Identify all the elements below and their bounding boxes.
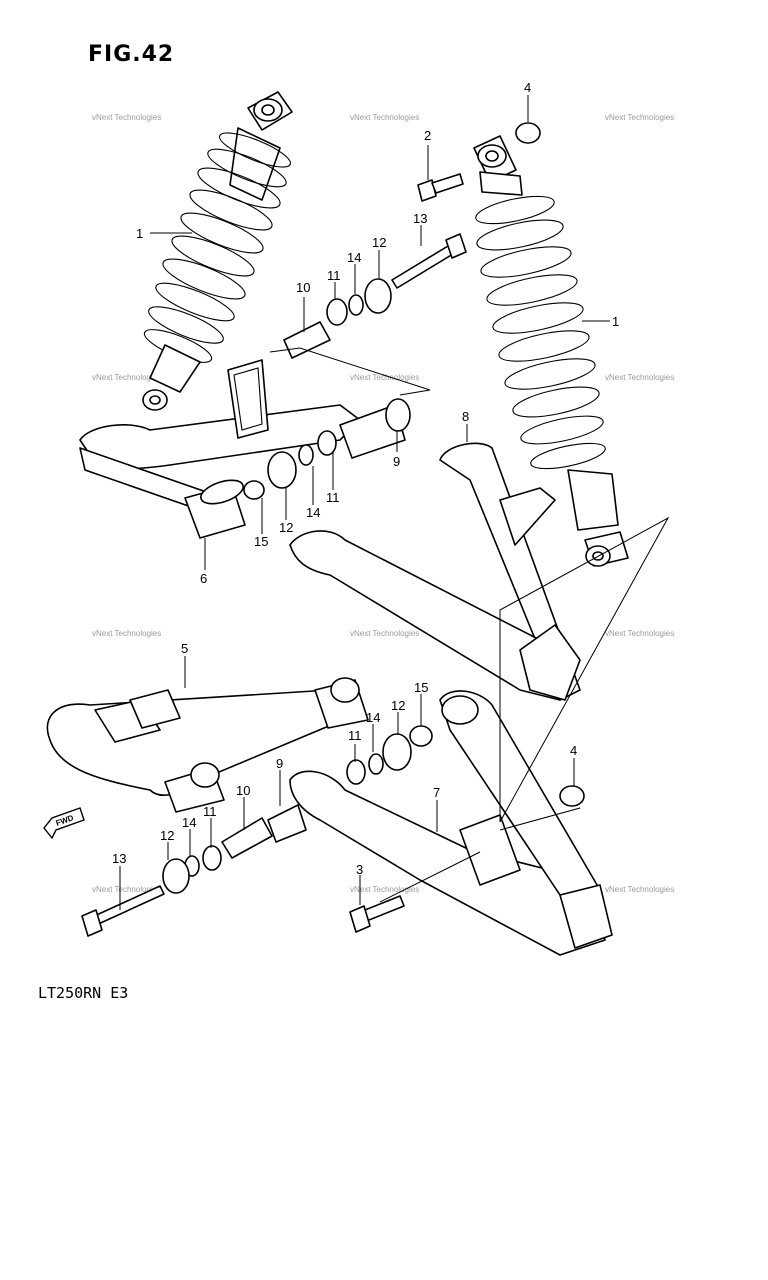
bolt-2 <box>417 173 464 202</box>
cap-12 <box>382 733 412 771</box>
watermark: vNext Technologies <box>350 113 419 122</box>
callout-13: 13 <box>112 851 126 866</box>
callout-14: 14 <box>182 815 196 830</box>
callout-10: 10 <box>236 783 250 798</box>
seal-11 <box>202 845 222 871</box>
washer-14 <box>368 753 384 775</box>
nut-15-lower <box>409 725 433 747</box>
callout-4: 4 <box>570 743 577 758</box>
watermark: vNext Technologies <box>605 113 674 122</box>
cap-12 <box>364 278 392 314</box>
callout-3: 3 <box>356 862 363 877</box>
callout-9: 9 <box>276 756 283 771</box>
seal-11 <box>326 298 348 326</box>
callout-15: 15 <box>254 534 268 549</box>
callout-6: 6 <box>200 571 207 586</box>
watermark: vNext Technologies <box>605 629 674 638</box>
callout-14: 14 <box>366 710 380 725</box>
callout-14: 14 <box>306 505 320 520</box>
callout-8: 8 <box>462 409 469 424</box>
callout-7: 7 <box>433 785 440 800</box>
watermark: vNext Technologies <box>605 885 674 894</box>
callout-15: 15 <box>414 680 428 695</box>
callout-1: 1 <box>612 314 619 329</box>
callout-11: 11 <box>327 268 341 283</box>
spacer-10-upper <box>283 321 331 359</box>
cap-12 <box>162 858 190 894</box>
callout-1: 1 <box>136 226 143 241</box>
watermark: vNext Technologies <box>350 373 419 382</box>
cap-12 <box>267 451 297 489</box>
watermark: vNext Technologies <box>605 373 674 382</box>
callout-4: 4 <box>524 80 531 95</box>
callout-14: 14 <box>347 250 361 265</box>
bushing-9-lower <box>267 804 307 843</box>
shock-absorber-left <box>142 91 293 411</box>
washer-14 <box>298 444 314 466</box>
fwd-arrow-icon: FWD <box>43 807 85 840</box>
callout-12: 12 <box>279 520 293 535</box>
watermark: vNext Technologies <box>92 629 161 638</box>
nut-15-upper <box>243 480 265 500</box>
bolt-3 <box>349 895 405 933</box>
callouts: 1 1 2 3 4 4 5 6 7 8 9 9 10 10 11 11 11 1… <box>112 80 619 877</box>
callout-5: 5 <box>181 641 188 656</box>
upper-arm-8 <box>289 442 581 701</box>
spacer-10-lower <box>221 817 273 859</box>
guide-lines <box>269 347 670 903</box>
callout-12: 12 <box>372 235 386 250</box>
nut-4-upper <box>515 122 541 144</box>
callout-13: 13 <box>413 211 427 226</box>
callout-11: 11 <box>326 490 340 505</box>
seal-11 <box>346 759 366 785</box>
bolt-13-upper <box>391 233 467 289</box>
watermark: vNext Technologies <box>92 885 161 894</box>
callout-12: 12 <box>391 698 405 713</box>
bolt-13-lower <box>81 885 165 937</box>
model-code: LT250RN E3 <box>38 984 129 1002</box>
lower-arm-7 <box>289 690 613 956</box>
seal-11 <box>317 430 337 456</box>
upper-arm-6 <box>79 359 411 539</box>
watermark: vNext Technologies <box>350 629 419 638</box>
lower-arm-5 <box>46 677 369 813</box>
nut-4-lower <box>559 785 585 807</box>
figure-title: FIG.42 <box>88 42 175 67</box>
leader-lines <box>119 95 610 910</box>
watermark: vNext Technologies <box>92 373 161 382</box>
watermarks: vNext Technologies vNext Technologies vN… <box>92 113 674 894</box>
washer-14 <box>348 294 364 316</box>
watermark: vNext Technologies <box>92 113 161 122</box>
callout-10: 10 <box>296 280 310 295</box>
watermark: vNext Technologies <box>350 885 419 894</box>
callout-2: 2 <box>424 128 431 143</box>
callout-9: 9 <box>393 454 400 469</box>
callout-11: 11 <box>203 804 217 819</box>
callout-11: 11 <box>348 728 362 743</box>
callout-12: 12 <box>160 828 174 843</box>
